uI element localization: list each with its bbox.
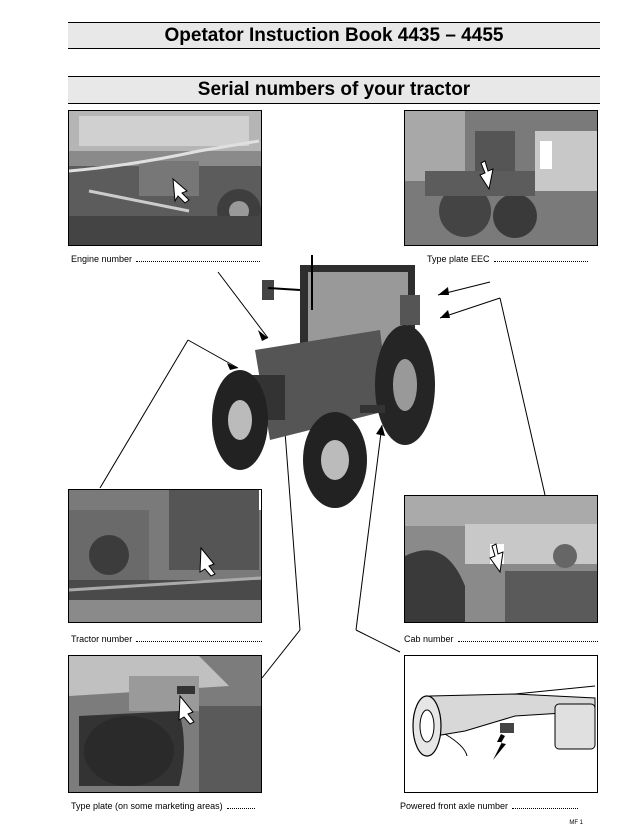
tractor-number-photo <box>68 489 262 623</box>
type-plate-marketing-caption: Type plate (on some marketing areas) <box>71 801 255 811</box>
section-title: Serial numbers of your tractor <box>68 76 600 104</box>
type-plate-marketing-label: Type plate (on some marketing areas) <box>71 801 223 811</box>
type-plate-eec-caption: Type plate EEC <box>427 254 588 264</box>
engine-number-caption: Engine number <box>71 254 261 264</box>
tractor-number-caption: Tractor number <box>71 634 263 644</box>
type-plate-marketing-photo <box>68 655 262 793</box>
tractor-number-label: Tractor number <box>71 634 133 644</box>
front-axle-diagram <box>404 655 598 793</box>
document-title: Opetator Instuction Book 4435 – 4455 <box>68 22 600 49</box>
type-plate-eec-photo <box>404 110 598 246</box>
engine-number-label: Engine number <box>71 254 133 264</box>
engine-number-photo <box>68 110 262 246</box>
front-axle-number-caption: Powered front axle number <box>400 801 579 811</box>
page-mark: MF 1 <box>569 820 583 826</box>
cab-number-label: Cab number <box>404 634 454 644</box>
type-plate-eec-label: Type plate EEC <box>427 254 490 264</box>
front-axle-number-label: Powered front axle number <box>400 801 509 811</box>
cab-number-caption: Cab number <box>404 634 598 644</box>
tractor-illustration <box>212 255 435 508</box>
cab-number-photo <box>404 495 598 623</box>
